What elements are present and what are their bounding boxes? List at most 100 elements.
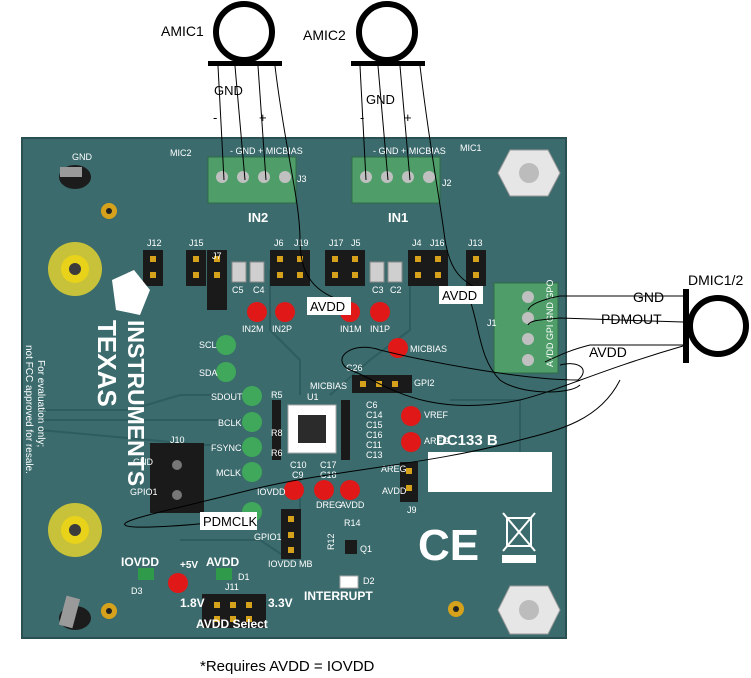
j17-label: J17	[329, 238, 344, 248]
r8-label: R8	[271, 428, 283, 438]
gpi2-label: GPI2	[414, 378, 435, 388]
j10-label: J10	[170, 435, 185, 445]
j9-label: J9	[407, 505, 417, 515]
ce-text: CE	[418, 521, 479, 570]
leds	[138, 540, 359, 589]
callout-avdd-right: AVDD	[439, 286, 483, 304]
c11-label: C11	[366, 440, 382, 450]
amic2-gnd-label: GND	[366, 92, 395, 107]
d2-label: D2	[363, 576, 375, 586]
in2m-label: IN2M	[242, 324, 264, 334]
ce-mark: CE	[418, 521, 479, 570]
mclk-label: MCLK	[216, 468, 241, 478]
j11-label: J11	[225, 582, 239, 592]
amic1-plus-label: +	[259, 110, 267, 125]
terminal-block-j2	[351, 156, 441, 204]
ti-logo	[112, 270, 150, 315]
iovdd-led-label: IOVDD	[121, 555, 159, 569]
mic2-label: MIC2	[170, 148, 192, 158]
in1-label: IN1	[388, 210, 408, 225]
u1-label: U1	[307, 392, 319, 402]
j12-label: J12	[147, 238, 162, 248]
dmic-label: DMIC1/2	[688, 272, 743, 288]
j19-label: J19	[294, 238, 309, 248]
model-label: DC133 B	[436, 432, 498, 449]
c5-label: C5	[232, 285, 244, 295]
callout-pdmclk-text: PDMCLK	[203, 514, 258, 529]
plus5v-label: +5V	[180, 560, 198, 571]
in2p-label: IN2P	[272, 324, 292, 334]
micbias-jumper-label: MICBIAS	[310, 381, 347, 391]
mic-titles: AMIC1 AMIC2 DMIC1/2	[161, 23, 743, 288]
c26-label: C26	[346, 363, 363, 373]
d1-label: D1	[238, 572, 250, 582]
vref-label: VREF	[424, 410, 449, 420]
gpio1-label: GPIO1	[254, 532, 282, 542]
amic2-minus-label: -	[360, 110, 364, 125]
j6-label: J6	[274, 238, 284, 248]
terminal-block-j3	[207, 156, 297, 204]
j16-label: J16	[430, 238, 445, 248]
j3-label: J3	[297, 174, 307, 184]
dmic-gnd-label: GND	[633, 289, 664, 305]
in2-label: IN2	[248, 210, 268, 225]
c14-label: C14	[366, 410, 383, 420]
micbias-tp-label: MICBIAS	[410, 344, 447, 354]
ti-brand-2: INSTRUMENTS	[123, 320, 149, 486]
mounting-holes	[48, 149, 561, 635]
q1-label: Q1	[360, 544, 372, 554]
amic2-symbol	[351, 1, 425, 66]
callout-avdd-left-text: AVDD	[310, 299, 345, 314]
avdd-jumper-label: AVDD	[382, 486, 407, 496]
c15-label: C15	[366, 420, 383, 430]
amic2-label: AMIC2	[303, 27, 346, 43]
in1p-label: IN1P	[370, 324, 390, 334]
label-sticker	[428, 452, 552, 492]
gnd-posts	[58, 165, 91, 630]
dmic-avdd-label: AVDD	[589, 344, 627, 360]
v18-label: 1.8V	[180, 596, 205, 610]
silkscreen: GND MIC2 MIC1 - GND + MICBIAS - GND + MI…	[72, 143, 497, 596]
capacitors	[231, 261, 403, 283]
dmic-symbol	[683, 289, 749, 363]
in1m-label: IN1M	[340, 324, 362, 334]
j2-term-header: - GND + MICBIAS	[373, 146, 446, 156]
j7-label: J7	[212, 251, 222, 261]
weee-icon	[502, 512, 536, 563]
red-test-points	[168, 302, 421, 593]
j10-connector	[172, 460, 182, 500]
interrupt-label: INTERRUPT	[304, 589, 373, 603]
j10-gnd-label: GND	[133, 457, 154, 467]
c3-label: C3	[372, 285, 384, 295]
d3-label: D3	[131, 586, 143, 596]
evaluation-note-1: For evaluation only;	[35, 360, 46, 447]
jumper-headers	[143, 250, 486, 628]
c10-label: C10	[290, 460, 307, 470]
u1-chip	[272, 400, 350, 460]
r12-label: R12	[326, 533, 336, 550]
j13-label: J13	[468, 238, 483, 248]
c4-label: C4	[253, 285, 265, 295]
sda-label: SDA	[199, 368, 218, 378]
avdd-select-label: AVDD Select	[196, 617, 268, 631]
c16-label: C16	[366, 430, 383, 440]
wires	[124, 65, 684, 528]
r5-label: R5	[271, 390, 283, 400]
mic-pin-labels: GND - + GND - +	[213, 83, 412, 125]
callout-avdd-right-text: AVDD	[442, 288, 477, 303]
iovdd-mb-label: IOVDD MB	[268, 559, 313, 569]
avdd-tp-label: AVDD	[340, 500, 365, 510]
amic1-minus-label: -	[213, 110, 217, 125]
areg-jumper-label: AREG	[381, 464, 407, 474]
dreg-label: DREG	[316, 500, 342, 510]
avdd-led-label: AVDD	[206, 555, 239, 569]
gnd-top-label: GND	[72, 152, 93, 162]
evaluation-note-2: not FCC approved for resale.	[23, 345, 34, 474]
j4-label: J4	[412, 238, 422, 248]
c6-label: C6	[366, 400, 378, 410]
c9-label: C9	[292, 470, 304, 480]
r6-label: R6	[271, 448, 283, 458]
j1-pin-labels: AVDD GPI GND GPO	[545, 280, 555, 367]
fsync-label: FSYNC	[211, 443, 242, 453]
j1-label: J1	[487, 318, 497, 328]
